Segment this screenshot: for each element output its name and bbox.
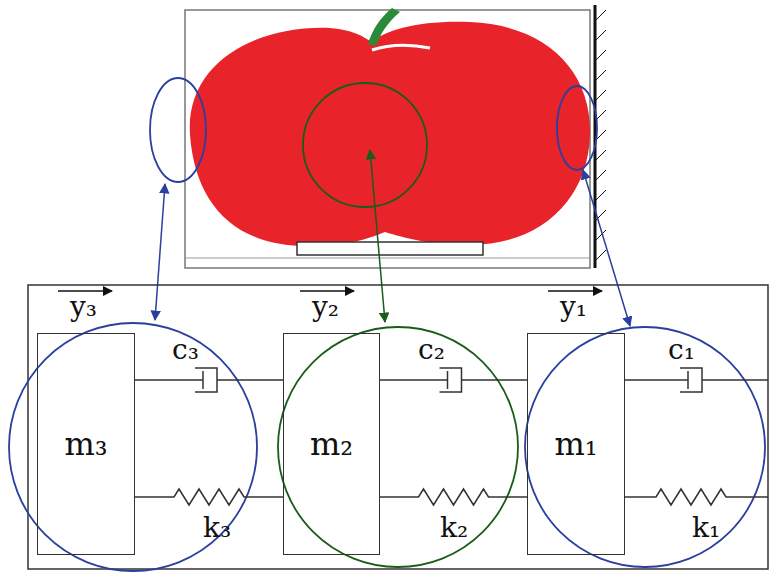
region-ellipse [150, 78, 206, 182]
parameter-label: k₁ [692, 514, 720, 542]
region-ellipse [557, 86, 597, 170]
pointer-arrow [370, 150, 385, 322]
mass-label: m₃ [64, 428, 107, 460]
base-line [185, 258, 590, 259]
stiffness-label: k₂ [440, 514, 468, 542]
displacement-label: y₃ [70, 293, 97, 321]
damping-label: c₃ [172, 336, 199, 364]
spring-connector [380, 489, 527, 505]
displacement-label: y₂ [312, 293, 339, 321]
region-circle [278, 327, 518, 567]
hatch-stroke [596, 10, 606, 20]
model-frame [28, 285, 768, 569]
hatch-stroke [596, 90, 606, 100]
spring-symbol [625, 489, 768, 505]
mass-box: m₃ [37, 333, 135, 555]
mass-label: m₂ [310, 428, 353, 460]
hatch-stroke [596, 150, 606, 160]
region-circle [303, 83, 427, 207]
mass-box: m₁ [527, 333, 625, 555]
hatch-stroke [596, 190, 606, 200]
support-plate [297, 242, 483, 255]
damper-symbol [625, 368, 768, 392]
damping-label: c₂ [418, 336, 445, 364]
apple-stem [368, 8, 400, 46]
displacement-arrow [300, 290, 354, 292]
displacement-arrow [548, 290, 602, 292]
hatch-stroke [596, 110, 606, 120]
stiffness-label: k₃ [203, 514, 231, 542]
displacement-arrow [58, 290, 112, 292]
apple-highlight [372, 45, 430, 50]
pointer-arrow [583, 170, 630, 326]
hatch-stroke [596, 70, 606, 80]
photo-frame [185, 10, 590, 268]
hatch-stroke [596, 170, 606, 180]
hatch-stroke [596, 30, 606, 40]
damper-connector [380, 368, 527, 392]
region-circle [9, 323, 257, 571]
apple [190, 22, 590, 247]
displacement-label: y₁ [560, 293, 587, 321]
mass-label: m₁ [554, 428, 597, 460]
parameter-label: c₁ [668, 336, 695, 364]
hatch-stroke [596, 250, 606, 260]
hatch-stroke [596, 50, 606, 60]
region-circle [525, 327, 765, 567]
spring-connector [135, 489, 283, 505]
pointer-arrow [155, 184, 165, 320]
damper-connector [135, 368, 283, 392]
mass-box: m₂ [283, 333, 380, 555]
